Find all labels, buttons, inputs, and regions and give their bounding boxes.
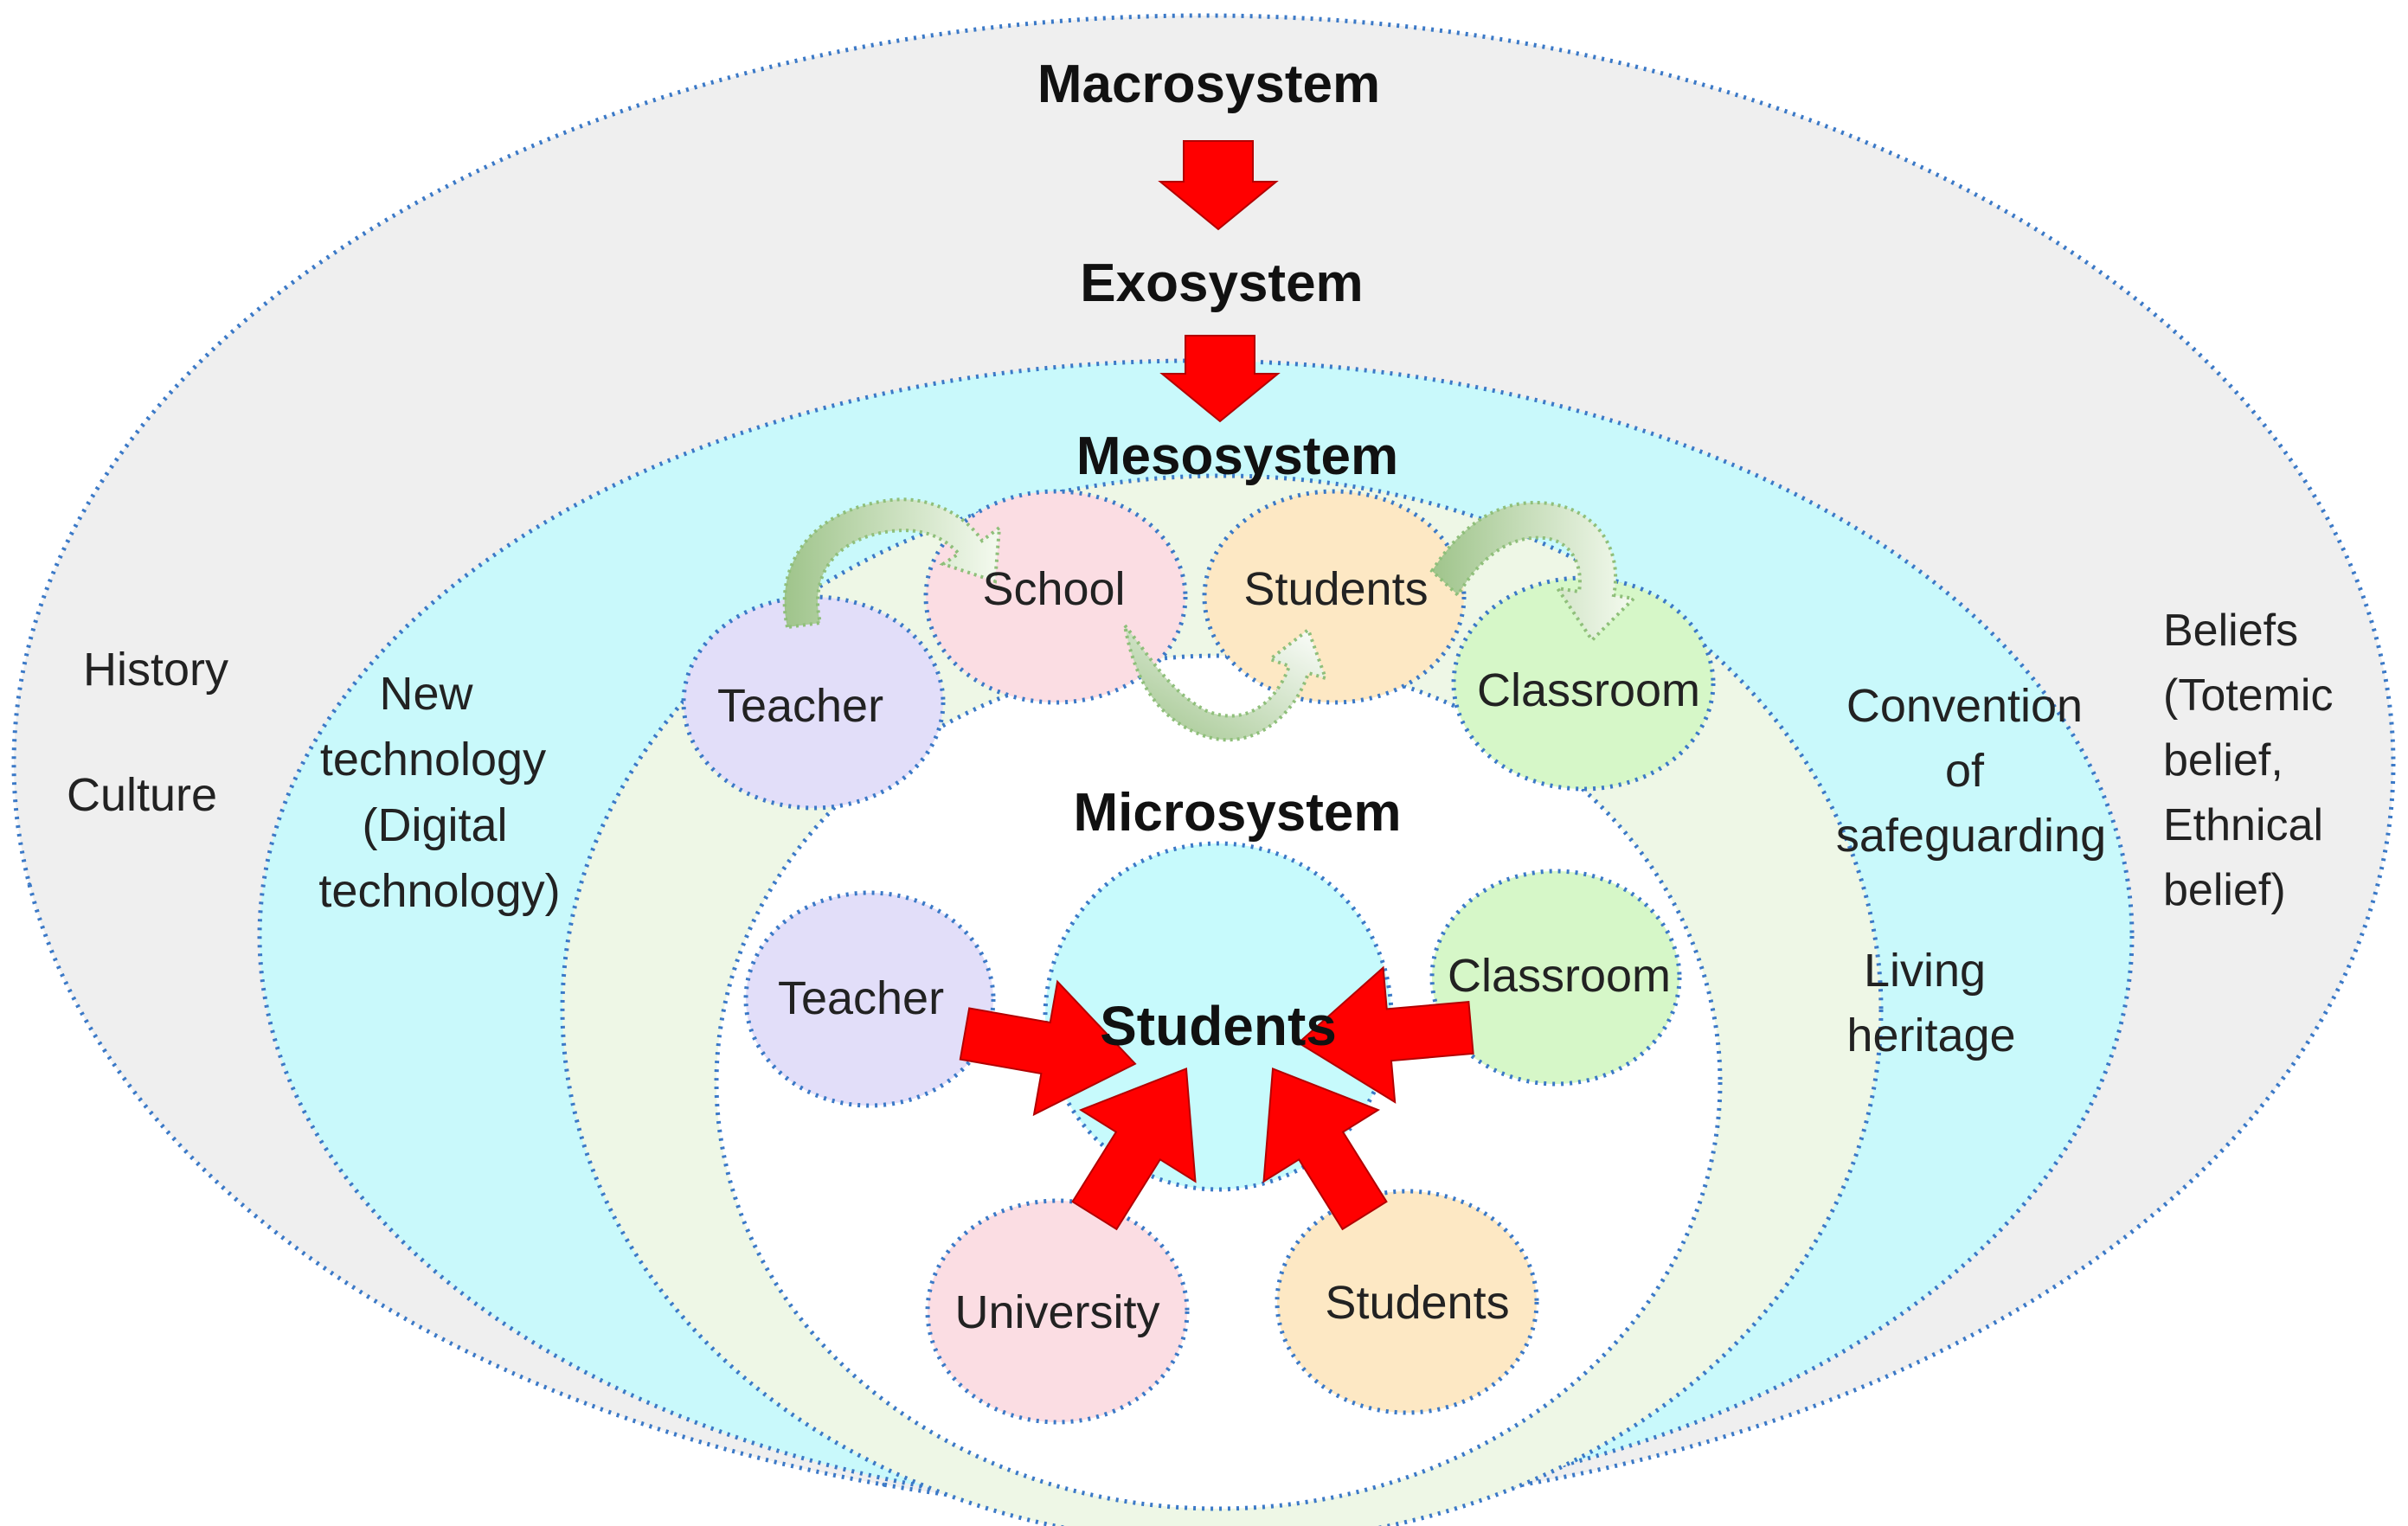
mesosystem-title: Mesosystem (1076, 426, 1398, 486)
macro-left-label-culture: Culture (67, 769, 217, 821)
students-to-classroom-arrow (1429, 501, 1638, 644)
micro-label-students: Students (1325, 1277, 1509, 1329)
exo-right-label-convention: Convention of safeguarding (1836, 680, 2106, 862)
meso-label-teacher: Teacher (717, 680, 883, 732)
meso-label-students: Students (1243, 563, 1428, 615)
teacher-influence-arrow (959, 979, 1137, 1117)
exo-left-label: New technology (Digital technology) (318, 668, 560, 917)
micro-center-label: Students (1100, 995, 1337, 1057)
micro-node-students (1275, 1189, 1539, 1415)
meso-label-classroom: Classroom (1477, 664, 1700, 716)
macro-left-label-history: History (83, 644, 228, 696)
teacher-to-school-arrow (782, 497, 1002, 630)
micro-node-teacher (743, 890, 996, 1108)
university-influence-arrow (1071, 1067, 1197, 1231)
micro-node-university (925, 1198, 1190, 1425)
school-to-students-arrow (1123, 624, 1329, 742)
exo-right-label-heritage: Living heritage (1846, 945, 2015, 1061)
micro-label-university: University (954, 1286, 1159, 1338)
micro-label-classroom: Classroom (1448, 950, 1671, 1002)
macro-to-exo-arrow (1158, 140, 1279, 231)
meso-label-school: School (982, 563, 1125, 615)
students-influence-arrow (1262, 1067, 1388, 1231)
micro-node-classroom (1429, 869, 1682, 1087)
exosystem-title: Exosystem (1080, 253, 1363, 313)
macrosystem-title: Macrosystem (1037, 54, 1380, 114)
microsystem-title: Microsystem (1073, 783, 1401, 843)
meso-node-students (1202, 489, 1467, 705)
micro-label-teacher: Teacher (778, 972, 944, 1024)
exo-to-meso-arrow (1159, 335, 1281, 423)
macro-right-label: Beliefs (Totemic belief, Ethnical belief… (2163, 606, 2346, 915)
classroom-influence-arrow (1297, 965, 1474, 1104)
